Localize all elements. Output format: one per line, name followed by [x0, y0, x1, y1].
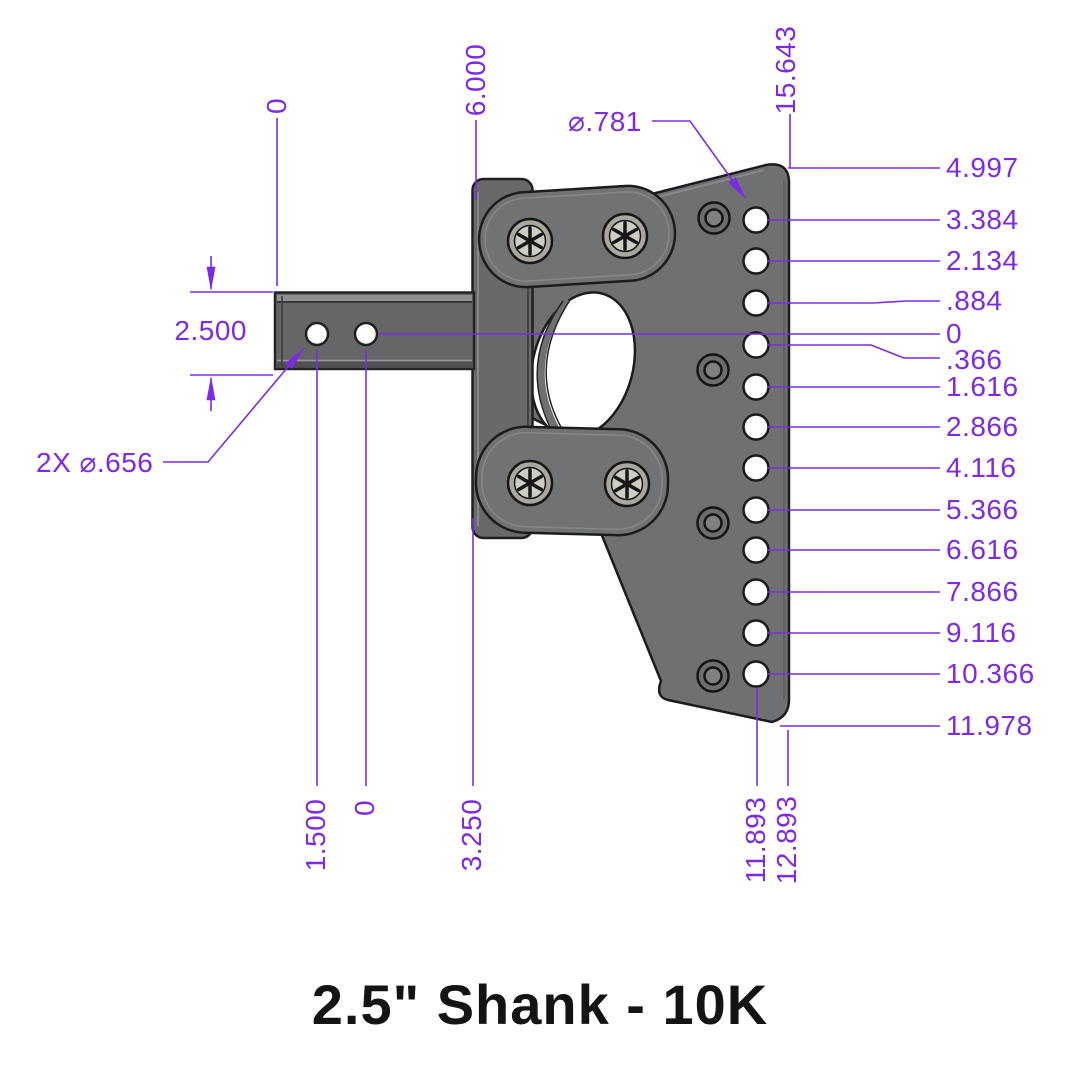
dim-right-5366: 5.366 — [946, 494, 1019, 525]
dim-bottom-3250: 3.250 — [456, 798, 487, 872]
dim-top-15643: 15.643 — [770, 25, 801, 115]
dim-right-884: .884 — [946, 285, 1003, 316]
dim-top-0: 0 — [261, 97, 292, 115]
dim-right-1616: 1.616 — [946, 371, 1019, 402]
dim-shank-holes: 2X ⌀.656 — [36, 447, 154, 478]
dim-right-3384: 3.384 — [946, 204, 1019, 235]
dim-right-11978: 11.978 — [946, 710, 1033, 741]
dim-right-6616: 6.616 — [946, 534, 1019, 565]
drawing-title: 2.5" Shank - 10K — [311, 973, 769, 1036]
dim-bottom-0: 0 — [349, 799, 380, 817]
dim-bottom-12893: 12.893 — [771, 795, 802, 885]
dimension-lines — [163, 114, 940, 786]
torx-bolts — [506, 212, 651, 508]
dim-right-10366: 10.366 — [946, 658, 1035, 689]
dim-right-366: .366 — [946, 344, 1003, 375]
dim-right-4116: 4.116 — [946, 452, 1017, 483]
dim-right-0: 0 — [946, 318, 963, 349]
shank-bar — [273, 291, 476, 371]
dim-right-7866: 7.866 — [946, 576, 1019, 607]
dim-top-6000: 6.000 — [460, 43, 491, 117]
dim-right-2866: 2.866 — [946, 411, 1019, 442]
dim-head-hole-diameter: ⌀.781 — [568, 106, 642, 137]
lower-clamp — [474, 425, 670, 537]
dim-right-9116: 9.116 — [946, 617, 1017, 648]
dim-bottom-11893: 11.893 — [740, 796, 771, 884]
shank-pin-hole-front — [304, 321, 330, 347]
ball-opening — [529, 291, 637, 439]
dim-shank-height: 2.500 — [174, 315, 247, 346]
shank-pin-hole-rear — [353, 321, 379, 347]
dim-right-2134: 2.134 — [946, 245, 1019, 276]
dim-bottom-1500: 1.500 — [300, 798, 331, 872]
dim-right-4997: 4.997 — [946, 152, 1019, 183]
plate-socket-bolts — [696, 201, 731, 693]
